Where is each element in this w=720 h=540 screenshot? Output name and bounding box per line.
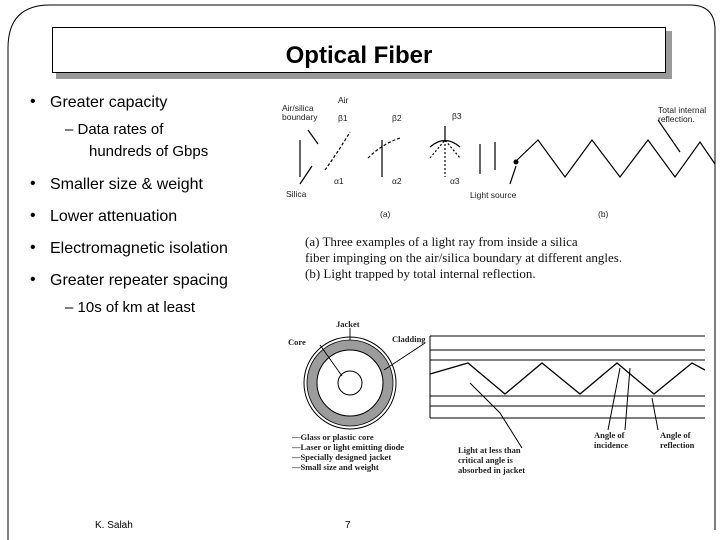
legend-line-4: —Small size and weight [292, 462, 379, 472]
bullet-icon: • [30, 93, 36, 110]
bullet-icon: • [30, 175, 36, 192]
legend-line-1: —Glass or plastic core [292, 432, 374, 442]
label-light-less-line1: Light at less than [458, 445, 521, 455]
sub-bullet-spacing: – 10s of km at least [65, 299, 196, 316]
label-light-less: Light at less than critical angle is abs… [458, 445, 525, 475]
label-angle-reflection: Angle of reflection [660, 430, 694, 450]
label-alpha1: α1 [334, 176, 344, 186]
label-total-internal-line2: reflection. [658, 114, 695, 124]
bullet-text: Lower attenuation [50, 208, 178, 225]
caption-line-2: fiber impinging on the air/silica bounda… [305, 250, 623, 265]
bullet-icon: • [30, 207, 36, 224]
label-angle-incidence-line1: Angle of [594, 430, 625, 440]
label-light-less-line2: critical angle is [458, 455, 513, 465]
label-angle-incidence-line2: incidence [594, 440, 628, 450]
legend-line-3: —Specially designed jacket [292, 452, 392, 462]
label-air: Air [338, 95, 349, 105]
label-jacket: Jacket [336, 319, 360, 329]
caption-line-1: (a) Three examples of a light ray from i… [305, 234, 578, 249]
label-part-a: (a) [380, 209, 391, 219]
label-total-internal: Total internal reflection. [658, 106, 706, 124]
footer-page-number: 7 [345, 520, 351, 531]
label-total-internal-line1: Total internal [658, 105, 707, 115]
label-air-silica-line1: Air/silica [282, 103, 314, 113]
sub-bullet-rates-line2: hundreds of Gbps [89, 143, 209, 160]
bullet-text: Smaller size & weight [50, 176, 203, 193]
label-air-silica: Air/silica boundary [282, 104, 317, 122]
label-alpha3: α3 [450, 176, 460, 186]
title-box: Optical Fiber [52, 27, 666, 73]
sub-bullet-rates-line1: – Data rates of [65, 121, 164, 138]
bullet-icon: • [30, 271, 36, 288]
fiber-diagram [303, 328, 705, 449]
bullet-text: Greater repeater spacing [50, 272, 228, 289]
label-beta3: β3 [452, 111, 462, 121]
label-beta1: β1 [338, 113, 348, 123]
label-air-silica-line2: boundary [282, 112, 318, 122]
bullet-text: Electromagnetic isolation [50, 240, 228, 257]
footer-author: K. Salah [95, 520, 133, 531]
label-light-source: Light source [470, 190, 517, 200]
refraction-diagram [299, 119, 716, 185]
label-alpha2: α2 [392, 176, 402, 186]
figure-caption: (a) Three examples of a light ray from i… [305, 234, 622, 282]
slide-title: Optical Fiber [285, 42, 433, 69]
label-part-b: (b) [598, 209, 609, 219]
bullet-text: Greater capacity [50, 94, 168, 111]
legend-line-2: —Laser or light emitting diode [292, 442, 405, 452]
label-beta2: β2 [392, 113, 402, 123]
figure-legend: —Glass or plastic core —Laser or light e… [292, 432, 404, 472]
label-light-less-line3: absorbed in jacket [458, 465, 526, 475]
label-angle-reflection-line2: reflection [660, 440, 695, 450]
bullet-icon: • [30, 239, 36, 256]
label-core: Core [288, 337, 306, 347]
label-cladding: Cladding [392, 334, 426, 344]
label-angle-incidence: Angle of incidence [594, 430, 628, 450]
label-silica: Silica [286, 189, 307, 199]
caption-line-3: (b) Light trapped by total internal refl… [305, 266, 536, 281]
label-angle-reflection-line1: Angle of [660, 430, 691, 440]
